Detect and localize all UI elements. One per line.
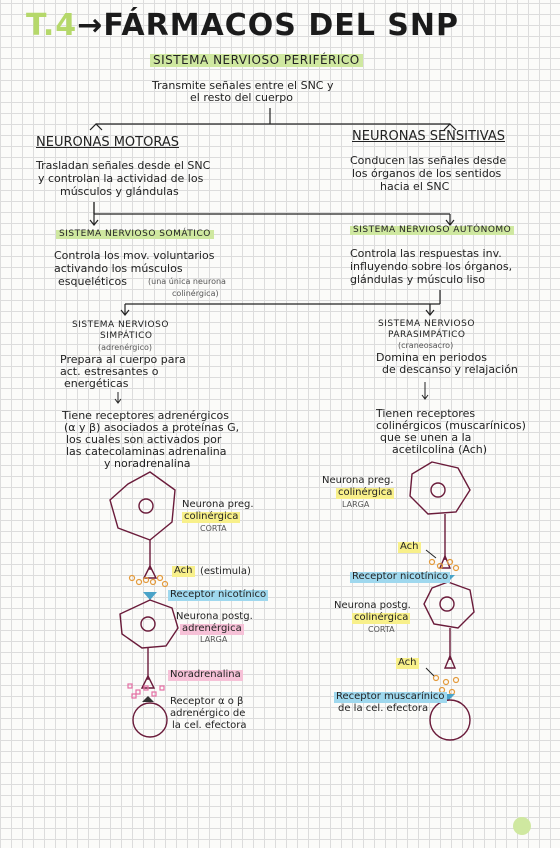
simpatico-line-2: act. estresantes o bbox=[60, 365, 159, 378]
somatico-line-2: activando los músculos bbox=[54, 262, 183, 275]
parasimpatico-line-2: de descanso y relajación bbox=[382, 363, 518, 376]
autonomo-label: SISTEMA NERVIOSO AUTÓNOMO bbox=[350, 225, 515, 236]
right-ach-dots-1 bbox=[428, 558, 460, 572]
parasimpatico-rec-3: que se unen a la bbox=[380, 431, 472, 444]
right-ach-label-2: Ach bbox=[396, 657, 419, 669]
parasimpatico-rec-1: Tienen receptores bbox=[376, 407, 476, 420]
right-effector-cell bbox=[429, 699, 471, 741]
parasimpatico-label-1: SISTEMA NERVIOSO bbox=[378, 319, 475, 329]
motoras-label: NEURONAS MOTORAS bbox=[36, 135, 179, 150]
right-pre-label-2: colinérgica bbox=[336, 487, 395, 499]
motoras-line-1: Trasladan señales desde el SNC bbox=[36, 159, 211, 172]
simpatico-rec-5: y noradrenalina bbox=[104, 457, 191, 470]
snp-desc-2: el resto del cuerpo bbox=[190, 91, 293, 104]
simpatico-rec-3: los cuales son activados por bbox=[66, 433, 222, 446]
page-title: T.4→FÁRMACOS DEL SNP bbox=[26, 10, 459, 42]
somatico-note-1: (una única neurona bbox=[148, 277, 226, 286]
simpatico-label-2: SIMPÁTICO bbox=[100, 331, 153, 341]
left-pre-label-3: CORTA bbox=[200, 524, 227, 533]
title-arrow: → bbox=[77, 8, 104, 43]
parasimpatico-rec-4: acetilcolina (Ach) bbox=[392, 443, 488, 456]
simpatico-rec-1: Tiene receptores adrenérgicos bbox=[62, 409, 229, 422]
somatico-line-1: Controla los mov. voluntarios bbox=[54, 249, 215, 262]
somatico-note-2: colinérgica) bbox=[172, 289, 219, 298]
parasimpatico-label-2: PARASIMPÁTICO bbox=[388, 330, 466, 340]
sensitivas-line-2: los órganos de los sentidos bbox=[352, 167, 502, 180]
left-pre-neuron bbox=[109, 471, 176, 579]
left-post-label-2: adrenérgica bbox=[180, 623, 244, 635]
autonomo-line-2: influyendo sobre los órganos, bbox=[350, 260, 513, 273]
right-post-label-3: CORTA bbox=[368, 625, 395, 634]
sensitivas-line-3: hacia el SNC bbox=[380, 180, 450, 193]
autonomo-line-3: glándulas y músculo liso bbox=[350, 273, 486, 286]
title-number: T.4 bbox=[26, 8, 78, 43]
left-nora-dots bbox=[127, 683, 165, 699]
right-post-label-2: colinérgica bbox=[352, 612, 411, 624]
left-ach-dots bbox=[128, 574, 169, 588]
left-effector-cell bbox=[132, 702, 168, 738]
right-post-label-1: Neurona postg. bbox=[334, 600, 411, 611]
left-rec-label-1: Receptor α o β bbox=[170, 696, 244, 707]
motoras-line-3: músculos y glándulas bbox=[60, 185, 179, 198]
somatico-line-3: esqueléticos bbox=[58, 275, 127, 288]
left-rec-label-3: la cel. efectora bbox=[172, 720, 247, 731]
parasimpatico-sub: (craneosacro) bbox=[398, 341, 454, 350]
left-nic-label: Receptor nicotínico bbox=[168, 589, 269, 601]
simpatico-label-1: SISTEMA NERVIOSO bbox=[72, 320, 169, 330]
motoras-line-2: y controlan la actividad de los bbox=[38, 172, 204, 185]
right-post-neuron bbox=[423, 581, 475, 669]
right-ach-label-1: Ach bbox=[398, 541, 421, 553]
left-rec-label-2: adrenérgico de bbox=[170, 708, 246, 719]
sensitivas-label: NEURONAS SENSITIVAS bbox=[352, 129, 505, 144]
simpatico-rec-2: (α y β) asociados a proteínas G, bbox=[64, 421, 240, 434]
snp-label: SISTEMA NERVIOSO PERIFÉRICO bbox=[150, 54, 363, 67]
left-nic-receptor bbox=[143, 592, 157, 600]
left-nora-label: Noradrenalina bbox=[168, 669, 243, 681]
simpatico-line-1: Prepara al cuerpo para bbox=[60, 353, 186, 366]
left-ach-label: Ach bbox=[172, 565, 195, 577]
left-post-label-1: Neurona postg. bbox=[176, 611, 253, 622]
parasimpatico-line-1: Domina en periodos bbox=[376, 351, 487, 364]
simpatico-rec-4: las catecolaminas adrenalina bbox=[66, 445, 227, 458]
parasimpatico-rec-2: colinérgicos (muscarínicos) bbox=[376, 419, 526, 432]
left-post-label-3: LARGA bbox=[200, 635, 228, 644]
title-text: FÁRMACOS DEL SNP bbox=[103, 8, 459, 43]
right-pre-label-3: LARGA bbox=[342, 500, 370, 509]
autonomo-line-1: Controla las respuestas inv. bbox=[350, 247, 502, 260]
left-pre-label-2: colinérgica bbox=[182, 511, 241, 523]
simpatico-sub: (adrenérgico) bbox=[98, 343, 152, 352]
right-mus-label-2: de la cel. efectora bbox=[338, 703, 429, 714]
right-nic-label: Receptor nicotínico bbox=[350, 571, 451, 583]
simpatico-line-3: energéticas bbox=[64, 377, 129, 390]
right-mus-label-1: Receptor muscarínico bbox=[334, 691, 447, 703]
logo-icon bbox=[513, 817, 531, 835]
somatico-label: SISTEMA NERVIOSO SOMÁTICO bbox=[56, 229, 214, 240]
sensitivas-line-1: Conducen las señales desde bbox=[350, 154, 507, 167]
left-pre-label-1: Neurona preg. bbox=[182, 499, 254, 510]
left-ach-note: (estimula) bbox=[200, 566, 251, 577]
snp-desc-1: Transmite señales entre el SNC y bbox=[152, 79, 334, 92]
right-pre-label-1: Neurona preg. bbox=[322, 475, 394, 486]
